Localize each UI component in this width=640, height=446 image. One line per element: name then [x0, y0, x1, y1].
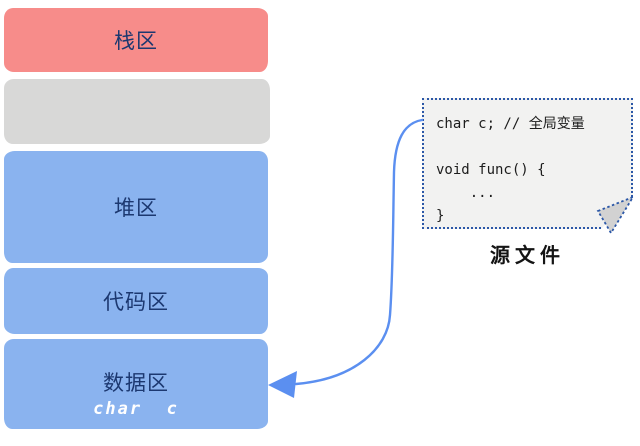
- code-line-5: }: [436, 208, 445, 224]
- code-line-1: char c; // 全局变量: [436, 116, 585, 132]
- memory-block-data: 数据区 char c: [4, 339, 268, 429]
- code-area-label: 代码区: [103, 291, 169, 314]
- arrow-curve: [294, 118, 424, 386]
- stack-label: 栈区: [114, 30, 158, 53]
- code-line-4: ...: [436, 185, 496, 201]
- arrow-head-icon: [268, 371, 297, 398]
- data-area-label: 数据区: [103, 372, 169, 395]
- data-area-variable: char c: [93, 399, 179, 419]
- memory-block-stack: 栈区: [4, 8, 268, 72]
- code-line-2: [436, 136, 631, 159]
- memory-block-heap: 堆区: [4, 151, 268, 263]
- source-file-note: char c; // 全局变量 void func() { ... }: [422, 98, 633, 229]
- memory-block-code: 代码区: [4, 268, 268, 334]
- heap-label: 堆区: [114, 197, 158, 220]
- source-file-caption: 源文件: [490, 243, 565, 267]
- code-line-3: void func() {: [436, 162, 546, 178]
- memory-block-unlabeled: [4, 79, 270, 144]
